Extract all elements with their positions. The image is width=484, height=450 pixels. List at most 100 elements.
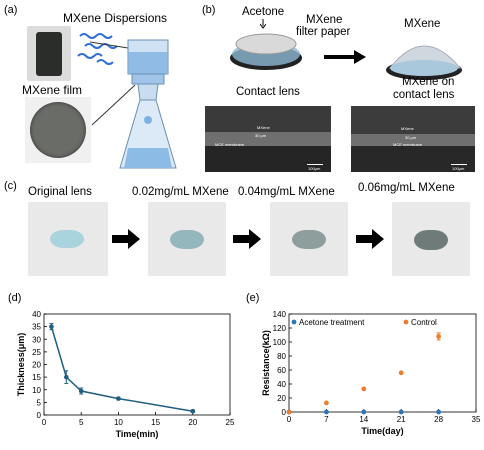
x-tick-label: 14: [359, 415, 368, 424]
x-tick-label: 15: [151, 418, 160, 427]
panel-label-c: (c): [4, 180, 17, 192]
thickness-point: [78, 388, 84, 394]
mxene-filter-label-2: filter paper: [296, 26, 351, 38]
y-tick-label: 0: [282, 408, 287, 417]
x-tick-label: 5: [79, 418, 84, 427]
down-arrow-icon: [260, 19, 266, 29]
sem-left-membrane: MCE membrane: [215, 142, 245, 147]
x-tick-label: 35: [472, 415, 481, 424]
lens-photo-004: [270, 202, 348, 276]
sem-left-mxene: MXene: [257, 125, 270, 130]
coated-lens-illustration: [386, 45, 462, 80]
x-tick-label: 20: [188, 418, 197, 427]
x-tick-label: 21: [397, 415, 406, 424]
y-tick-label: 30: [32, 335, 41, 344]
y-tick-label: 10: [32, 386, 41, 395]
arrow-icon-2: [233, 229, 261, 249]
mxene-filter-label-1: MXene: [306, 14, 343, 26]
caption-004: 0.04mg/mL MXene: [238, 186, 335, 198]
panel-label-d: (d): [8, 292, 22, 304]
panel-label-e: (e): [246, 292, 260, 304]
sem-right-membrane: MCE membrane: [393, 142, 423, 147]
caption-002: 0.02mg/mL MXene: [132, 186, 229, 198]
y-tick-label: 25: [32, 348, 41, 357]
sem-image-right: MXene 30 μm MCE membrane 100μm: [351, 106, 475, 172]
lens-photo-original: [28, 202, 108, 276]
filtration-apparatus-icon: [90, 39, 177, 169]
x-tick-label: 28: [434, 415, 443, 424]
control-point: [436, 334, 441, 339]
contact-lens-label: Contact lens: [236, 86, 300, 98]
x-tick-label: 7: [324, 415, 329, 424]
legend-label: Control: [411, 318, 437, 327]
y-tick-label: 100: [273, 338, 287, 347]
sem-left-scale: 100μm: [308, 166, 321, 171]
y-tick-label: 80: [277, 352, 286, 361]
y-tick-label: 15: [32, 373, 41, 382]
y-tick-label: 40: [277, 380, 286, 389]
lens-with-filter-illustration: [230, 33, 302, 70]
thickness-point: [116, 396, 121, 401]
x-axis-label: Time(min): [116, 429, 159, 439]
acetone-point: [361, 409, 367, 415]
acetone-label: Acetone: [242, 6, 285, 18]
y-tick-label: 140: [273, 310, 287, 319]
x-tick-label: 25: [226, 418, 235, 427]
y-tick-label: 120: [273, 324, 287, 333]
mxene-film-label: MXene film: [22, 83, 83, 97]
acetone-point: [436, 409, 441, 415]
sem-left-thickness: 30 μm: [255, 133, 267, 138]
sem-right-scale: 100μm: [452, 166, 465, 171]
mxene-dispersions-label: MXene Dispersions: [63, 11, 168, 25]
plot-frame: [43, 313, 231, 416]
right-arrow-icon: [324, 50, 366, 64]
lens-photo-002: [148, 202, 226, 276]
thickness-series-line: [50, 326, 193, 412]
y-tick-label: 20: [277, 394, 286, 403]
sem-right-scalebar: [451, 164, 467, 165]
y-axis-label: Thickness(μm): [16, 333, 26, 397]
y-tick-label: 35: [32, 323, 41, 332]
thickness-point: [64, 374, 69, 380]
thickness-point: [190, 408, 196, 414]
y-tick-label: 5: [37, 398, 42, 407]
sem-left-scalebar: [307, 164, 323, 165]
y-axis-label: Resistance(kΩ): [261, 330, 271, 396]
y-tick-label: 40: [32, 310, 41, 319]
y-tick-label: 60: [277, 366, 286, 375]
control-point: [398, 370, 404, 376]
mxene-flakes-icon: [77, 33, 118, 65]
arrow-icon-3: [356, 229, 384, 249]
mxene-right-label: MXene: [404, 18, 441, 30]
mxene-film-photo: [25, 97, 91, 163]
y-tick-label: 0: [37, 411, 42, 420]
legend-label: Acetone treatment: [299, 318, 365, 327]
control-point: [361, 386, 367, 392]
x-axis-label: Time(day): [361, 426, 403, 436]
x-tick-label: 0: [42, 418, 47, 427]
lens-photo-006: [392, 202, 470, 276]
legend-marker: [291, 319, 297, 325]
caption-006: 0.06mg/mL MXene: [358, 182, 455, 194]
legend-marker: [403, 319, 409, 325]
vial-photo: [27, 26, 71, 81]
acetone-point: [398, 409, 404, 415]
sem-image-left: MXene 30 μm MCE membrane 100μm: [205, 106, 331, 172]
caption-original-lens: Original lens: [28, 186, 92, 198]
mxene-on-label-1: MXene on: [402, 76, 455, 88]
y-tick-label: 20: [32, 361, 41, 370]
x-tick-label: 0: [287, 415, 292, 424]
arrow-icon-1: [112, 229, 140, 249]
plot-frame: [288, 313, 477, 413]
sem-right-thickness: 30 μm: [405, 135, 417, 140]
control-point: [286, 409, 292, 415]
mxene-on-label-2: contact lens: [393, 89, 455, 101]
sem-right-mxene: MXene: [401, 126, 414, 131]
panel-label-a: (a): [4, 4, 18, 16]
panel-label-b: (b): [202, 4, 216, 16]
control-point: [324, 400, 329, 406]
acetone-point: [324, 409, 329, 415]
thickness-point: [49, 324, 54, 329]
